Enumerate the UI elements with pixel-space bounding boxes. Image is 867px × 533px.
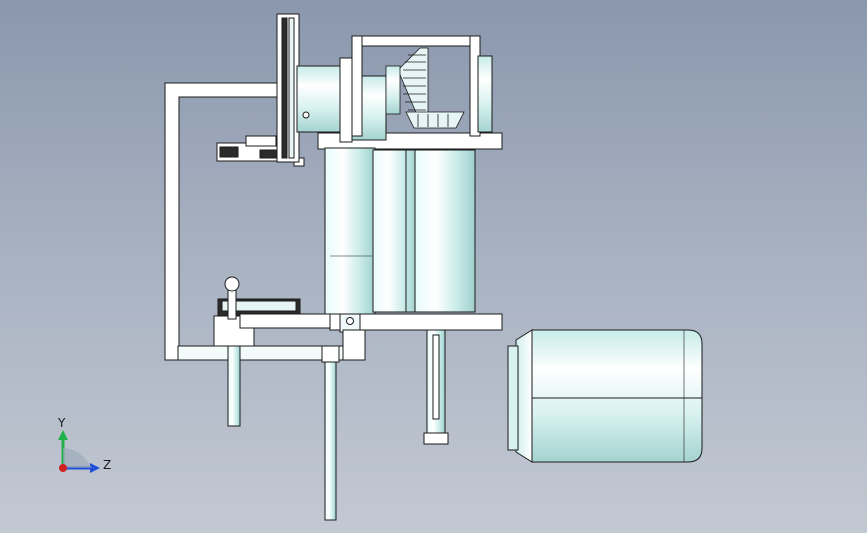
output-shaft[interactable] — [423, 329, 449, 445]
y-axis-arrowhead — [58, 430, 68, 440]
electric-motor[interactable] — [507, 329, 703, 463]
shaft-housing[interactable] — [296, 57, 387, 143]
v-belt-pulley[interactable] — [276, 13, 300, 163]
vertical-rod[interactable] — [321, 345, 340, 521]
z-axis-arrowhead — [90, 463, 100, 473]
ball-knob-lever[interactable] — [224, 276, 240, 320]
lower-mount-plate[interactable] — [329, 311, 503, 361]
x-axis-origin — [59, 464, 67, 472]
orientation-triad: Y Z — [57, 416, 111, 473]
z-axis-label: Z — [103, 458, 111, 472]
drum-cylinder[interactable] — [324, 147, 476, 315]
gear-support-frame[interactable] — [351, 35, 493, 137]
y-axis-label: Y — [57, 416, 66, 430]
bevel-gear-pair[interactable] — [385, 47, 465, 129]
triad-plane — [63, 448, 92, 468]
